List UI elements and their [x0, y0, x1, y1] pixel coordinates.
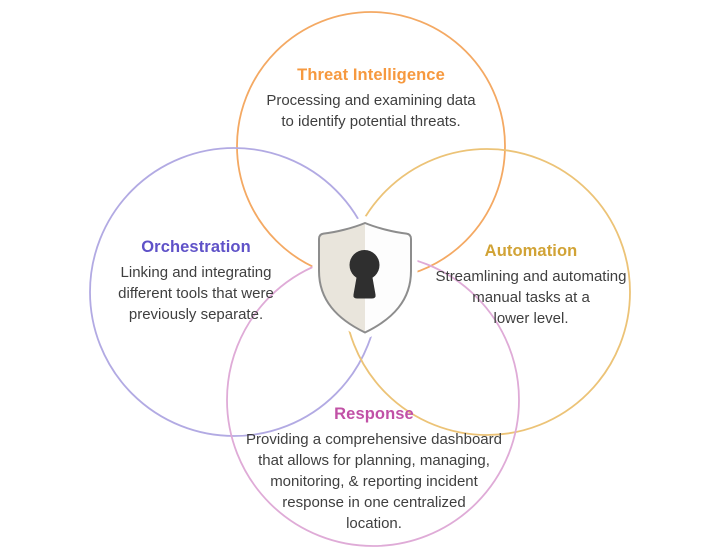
- automation-section: Automation Streamlining and automating m…: [401, 240, 661, 329]
- shield-outline: [318, 222, 412, 334]
- response-section: Response Providing a comprehensive dashb…: [199, 403, 549, 534]
- orchestration-section: Orchestration Linking and integrating di…: [71, 236, 321, 325]
- keyhole-stem-icon: [353, 272, 376, 299]
- threat-intelligence-description: Processing and examining data to identif…: [266, 92, 476, 130]
- keyhole-circle-icon: [349, 250, 380, 280]
- orchestration-description: Linking and integrating different tools …: [118, 264, 274, 323]
- response-description: Providing a comprehensive dashboard that…: [246, 431, 502, 532]
- threat-intelligence-title: Threat Intelligence: [297, 66, 445, 84]
- threat-intelligence-section: Threat Intelligence Processing and exami…: [206, 64, 536, 132]
- response-title: Response: [334, 405, 414, 423]
- automation-title: Automation: [484, 242, 578, 260]
- automation-description: Streamlining and automating manual tasks…: [435, 268, 627, 327]
- orchestration-title: Orchestration: [141, 238, 251, 256]
